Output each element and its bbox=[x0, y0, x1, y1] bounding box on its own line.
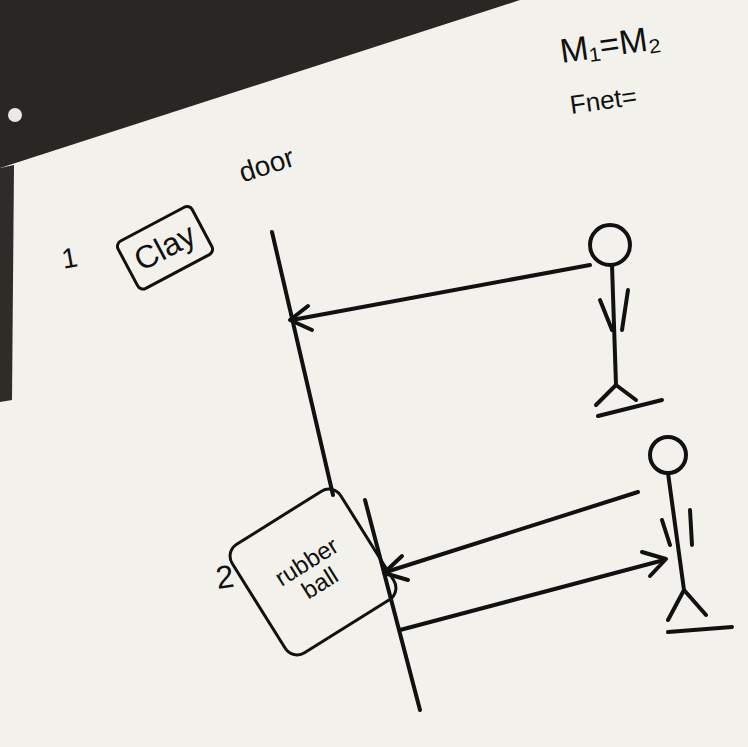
arrow-head bbox=[642, 552, 666, 576]
throw-arrow bbox=[386, 492, 638, 572]
stick-figure bbox=[596, 265, 636, 405]
material-box: Clay bbox=[113, 202, 218, 294]
box-text: Clay bbox=[129, 218, 201, 278]
dark-background bbox=[0, 0, 748, 168]
ground-line bbox=[668, 627, 732, 632]
door-label: door bbox=[236, 143, 298, 187]
stick-figure-head bbox=[590, 225, 630, 265]
stick-figure bbox=[662, 473, 706, 620]
stick-figure-head bbox=[650, 437, 686, 473]
material-box: rubber ball bbox=[222, 481, 404, 663]
door-line bbox=[272, 232, 333, 495]
bounce-arrow bbox=[400, 560, 664, 630]
white-dot bbox=[8, 108, 22, 122]
ground-line bbox=[598, 400, 662, 416]
mass-equation: M₁=M₂ bbox=[558, 20, 663, 68]
arrow-head bbox=[290, 306, 312, 330]
net-force-label: Fnet= bbox=[568, 83, 638, 118]
dark-edge bbox=[0, 165, 14, 402]
box-text: rubber ball bbox=[259, 525, 367, 619]
case-number: 1 bbox=[60, 244, 80, 274]
door-line bbox=[365, 500, 420, 710]
push-arrow bbox=[292, 265, 590, 320]
